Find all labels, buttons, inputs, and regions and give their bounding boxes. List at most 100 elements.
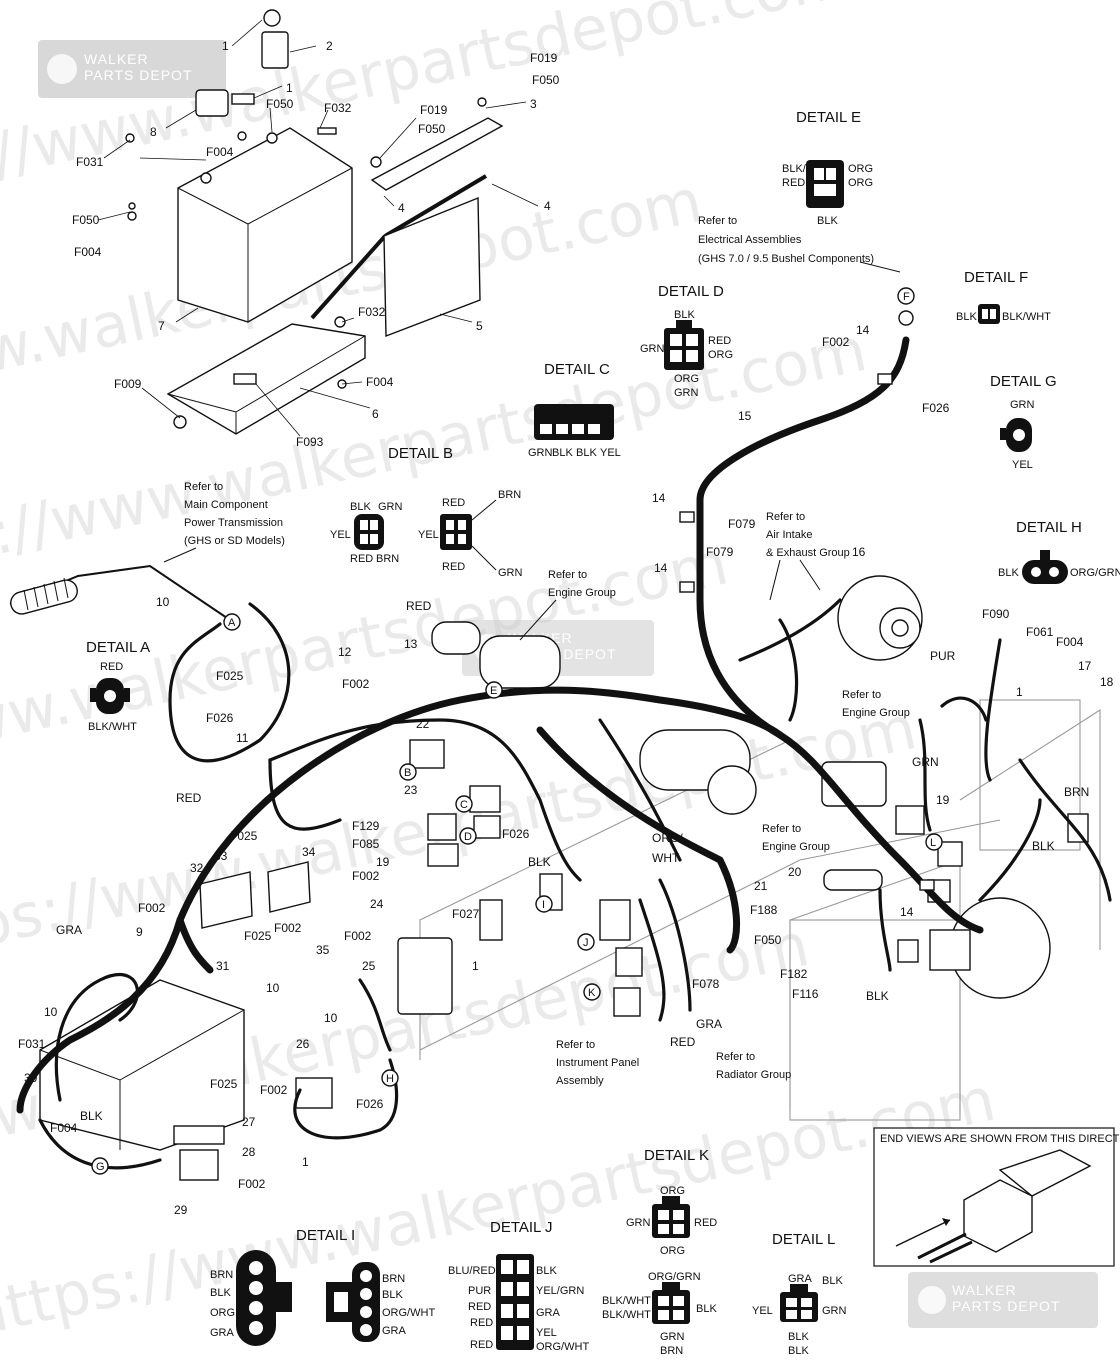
callout: 4 (398, 201, 405, 215)
wire-label: YEL (752, 1305, 773, 1317)
callout: 19 (936, 793, 950, 807)
callout: F050 (72, 213, 100, 227)
callout: 10 (324, 1011, 338, 1025)
callout: F002 (342, 677, 370, 691)
wire-label: ORG (848, 163, 873, 175)
detail-d: DETAIL D BLK GRN RED ORG ORG GRN (640, 283, 733, 399)
callout: F002 (352, 869, 380, 883)
note: Refer to (556, 1039, 595, 1051)
callout: F002 (260, 1083, 288, 1097)
wire-label: GRN (498, 567, 523, 579)
wire-label: BRN (210, 1269, 233, 1281)
svg-text:G: G (96, 1161, 105, 1173)
callout: F182 (780, 967, 808, 981)
wire-label: BLK (822, 1275, 843, 1287)
wire-label: ORG/ (652, 831, 683, 845)
wire-label: YEL (1012, 459, 1033, 471)
callout: F188 (750, 903, 778, 917)
note: Refer to (716, 1051, 755, 1063)
wire-label: YEL (330, 529, 351, 541)
wire-label: ORG (674, 373, 699, 385)
wire-label: ORG/GRN (1070, 567, 1120, 579)
callout: 21 (754, 879, 768, 893)
callout: F002 (822, 335, 850, 349)
callout: 14 (654, 561, 668, 575)
note: Refer to (842, 689, 881, 701)
wire-label: BLK (866, 989, 889, 1003)
wire-label: RED (470, 1339, 493, 1351)
svg-text:K: K (588, 987, 596, 999)
marker-i: I (535, 895, 553, 913)
callout: 11 (236, 731, 249, 745)
detail-g: DETAIL G GRN YEL (990, 373, 1057, 471)
wire-label: RED (100, 661, 123, 673)
detail-j: DETAIL J BLU/RED PUR RED RED RED BLK YEL… (448, 1219, 589, 1353)
callout: 10 (266, 981, 280, 995)
wire-label: GRN (822, 1305, 847, 1317)
callout: 13 (404, 637, 418, 651)
starter-motor (639, 729, 757, 815)
callout: F026 (206, 711, 234, 725)
callout: 28 (242, 1145, 256, 1159)
detail-title: DETAIL I (296, 1227, 355, 1244)
end-view-box: END VIEWS ARE SHOWN FROM THIS DIRECTION (873, 1127, 1120, 1267)
wire-label: BLK (350, 501, 371, 513)
callout: 14 (900, 905, 914, 919)
callout: 19 (376, 855, 390, 869)
callout: 24 (370, 897, 384, 911)
logo-text: WALKER (84, 51, 149, 67)
note: Refer to (762, 823, 801, 835)
callout: F116 (792, 987, 819, 1001)
callout: 5 (476, 319, 483, 333)
callout: 10 (44, 1005, 58, 1019)
callout: F032 (324, 101, 352, 115)
svg-text:J: J (583, 937, 589, 949)
callout: F079 (728, 517, 756, 531)
callout: F025 (230, 829, 258, 843)
svg-text:B: B (404, 767, 411, 779)
note: Engine Group (548, 587, 616, 599)
callout: 15 (738, 409, 752, 423)
wire-label: ORG (848, 177, 873, 189)
wire-label: GRA (536, 1307, 561, 1319)
callout: F050 (266, 97, 294, 111)
detail-a: DETAIL A RED BLK/WHT (86, 639, 150, 733)
wire-label: GRN (674, 387, 699, 399)
wire-label: BLK (552, 447, 573, 459)
callout: F002 (274, 921, 302, 935)
callout: F019 (530, 51, 558, 65)
detail-title: DETAIL E (796, 109, 861, 126)
callout: 26 (296, 1037, 310, 1051)
detail-k: DETAIL K ORG GRN RED ORG ORG/GRN BLK/WHT… (602, 1147, 717, 1357)
wire-label: RED (350, 553, 373, 565)
wire-label: GRN (1010, 399, 1035, 411)
callout: 1 (286, 81, 293, 95)
svg-text:H: H (386, 1073, 394, 1085)
callout: F004 (74, 245, 102, 259)
svg-text:D: D (464, 831, 472, 843)
callout: 33 (214, 849, 228, 863)
callout: F085 (352, 837, 380, 851)
marker-b: B (399, 763, 417, 781)
wire-label: GRN (528, 447, 553, 459)
reference-notes: Refer to Main Component Power Transmissi… (163, 215, 910, 1087)
wire-label: GRN (626, 1217, 651, 1229)
callouts-main: 10 F025 F026 11 12 F002 13 RED 22 23 F12… (18, 323, 1114, 1217)
note: Radiator Group (716, 1069, 791, 1081)
callout: F050 (532, 73, 560, 87)
wire-label: PUR (468, 1285, 491, 1297)
wire-label: BLK/WHT (602, 1295, 651, 1307)
detail-title: DETAIL A (86, 639, 150, 656)
engine-block-right (929, 897, 1051, 999)
callout: 18 (1100, 675, 1114, 689)
callout: 7 (158, 319, 165, 333)
callout: 10 (156, 595, 170, 609)
wire-label: ORG/WHT (382, 1307, 435, 1319)
svg-text:F: F (903, 291, 910, 303)
wire-label: RED (470, 1317, 493, 1329)
note: Air Intake (766, 529, 812, 541)
callout: 6 (372, 407, 379, 421)
walker-logo: WALKER PARTS DEPOT (38, 40, 226, 98)
wire-label: BLK/ (782, 163, 807, 175)
